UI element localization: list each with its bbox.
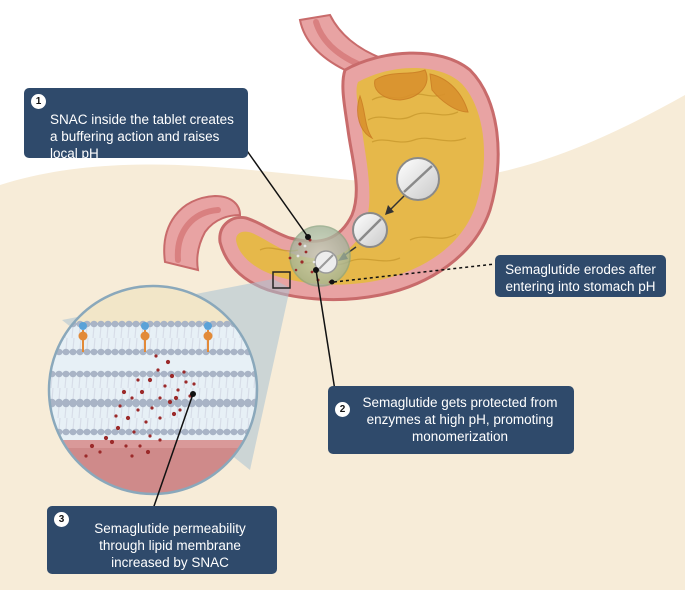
leader-dot-4 xyxy=(329,279,335,285)
semaglutide-particle xyxy=(167,399,173,405)
membrane-zoom xyxy=(49,286,257,494)
semaglutide-particle xyxy=(84,454,88,458)
step-number-badge: 3 xyxy=(54,512,69,527)
semaglutide-particle xyxy=(147,377,153,383)
tablet-icon xyxy=(396,157,440,201)
semaglutide-particle xyxy=(176,388,180,392)
semaglutide-particle xyxy=(182,370,186,374)
semaglutide-particle xyxy=(165,359,171,365)
callout-text: Semaglutide gets protected from enzymes … xyxy=(362,395,558,444)
semaglutide-particle xyxy=(114,414,118,418)
callout-enzyme-protection: 2 Semaglutide gets protected from enzyme… xyxy=(328,386,574,454)
receptors xyxy=(78,322,213,352)
semaglutide-particle xyxy=(136,378,140,382)
semaglutide-particle xyxy=(184,380,188,384)
stomach-lumen xyxy=(236,68,485,285)
semaglutide-particle xyxy=(138,444,142,448)
leader-line-2 xyxy=(315,269,337,398)
semaglutide-particle xyxy=(158,416,162,420)
semaglutide-particle xyxy=(103,435,109,441)
step-number-badge: 1 xyxy=(31,94,46,109)
semaglutide-particle xyxy=(158,396,162,400)
callout-text: Semaglutide permeability through lipid m… xyxy=(94,521,246,570)
zoom-box-icon xyxy=(272,271,291,289)
semaglutide-particle xyxy=(178,408,182,412)
semaglutide-particle xyxy=(125,415,131,421)
semaglutide-particle xyxy=(89,443,95,449)
semaglutide-particle xyxy=(132,430,136,434)
semaglutide-particle xyxy=(139,389,145,395)
zoom-circle xyxy=(47,284,259,496)
receptor-icon xyxy=(78,322,88,352)
semaglutide-particle xyxy=(118,404,122,408)
semaglutide-particle xyxy=(163,384,167,388)
semaglutide-particle xyxy=(144,420,148,424)
dissolving-tablet-icon xyxy=(288,225,351,287)
leader-dot-2 xyxy=(313,267,319,273)
step-number-badge: 2 xyxy=(335,402,350,417)
semaglutide-particle xyxy=(154,354,158,358)
semaglutide-particle xyxy=(98,450,102,454)
semaglutide-particle xyxy=(158,438,162,442)
semaglutide-particle xyxy=(173,395,179,401)
callout-snac-buffering: 1 SNAC inside the tablet creates a buffe… xyxy=(24,88,248,161)
leader-dot-1 xyxy=(305,234,311,240)
leader-dot-3 xyxy=(190,391,196,397)
semaglutide-particle xyxy=(150,406,154,410)
semaglutide-particle xyxy=(171,411,177,417)
semaglutide-particle xyxy=(115,425,121,431)
duodenum xyxy=(163,194,242,272)
leader-line-1 xyxy=(244,147,309,238)
semaglutide-particle xyxy=(130,454,134,458)
receptor-icon xyxy=(140,322,150,352)
lipid-bilayer xyxy=(49,370,257,406)
semaglutide-particle xyxy=(121,389,127,395)
leader-line-3 xyxy=(152,393,194,510)
semaglutide-particle xyxy=(156,368,160,372)
arrow-head xyxy=(385,205,394,215)
semaglutide-particles xyxy=(84,354,196,458)
receptor-icon xyxy=(203,322,213,352)
callout-text: SNAC inside the tablet creates a bufferi… xyxy=(50,112,234,161)
semaglutide-particle xyxy=(148,434,152,438)
semaglutide-particle xyxy=(124,444,128,448)
stomach-rugae xyxy=(259,93,467,266)
callout-erosion: Semaglutide erodes after entering into s… xyxy=(495,255,666,297)
tablet-icon xyxy=(352,212,388,248)
callout-membrane-permeability: 3 Semaglutide permeability through lipid… xyxy=(47,506,277,574)
semaglutide-particle xyxy=(136,408,140,412)
semaglutide-particle xyxy=(109,439,115,445)
semaglutide-particle xyxy=(192,382,196,386)
semaglutide-particle xyxy=(130,396,134,400)
semaglutide-particle xyxy=(145,449,151,455)
semaglutide-particle xyxy=(169,373,175,379)
gastric-folds xyxy=(357,69,469,140)
callout-text: Semaglutide erodes after entering into s… xyxy=(505,262,656,294)
